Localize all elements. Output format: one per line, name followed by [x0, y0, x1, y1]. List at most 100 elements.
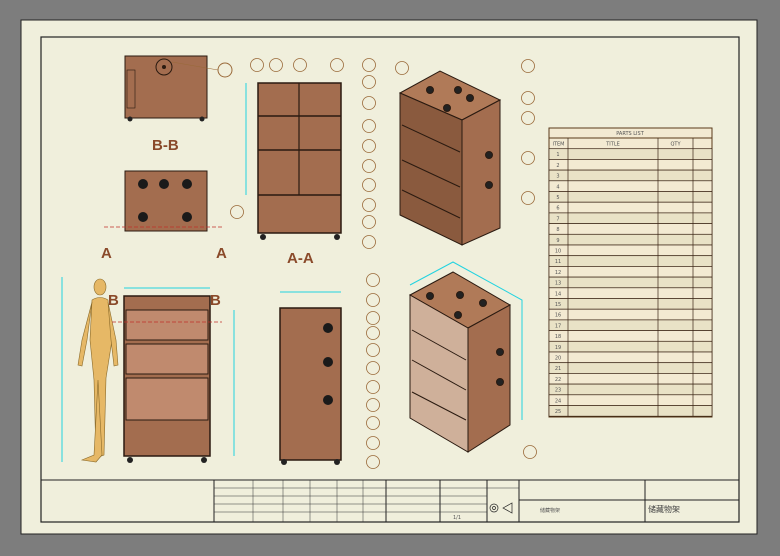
item-number: 14 — [555, 291, 561, 297]
table-row — [548, 180, 713, 192]
balloon — [362, 96, 376, 110]
table-row — [548, 362, 713, 374]
balloon — [523, 445, 537, 459]
table-row — [548, 212, 713, 224]
table-row — [548, 223, 713, 235]
balloon — [330, 58, 344, 72]
balloon — [362, 58, 376, 72]
balloon — [366, 311, 380, 325]
balloon — [366, 380, 380, 394]
item-number: 24 — [555, 398, 561, 404]
table-row — [548, 201, 713, 214]
item-number: 1 — [556, 152, 559, 158]
cut-a-left: A — [101, 245, 112, 262]
item-number: 5 — [556, 195, 559, 201]
table-row — [548, 351, 713, 364]
balloon — [366, 361, 380, 375]
balloon — [362, 159, 376, 173]
column-header: TITLE — [605, 142, 620, 148]
front-view[interactable] — [112, 287, 235, 463]
item-number: 15 — [555, 302, 561, 308]
table-row — [548, 394, 713, 406]
item-number: 8 — [556, 227, 559, 233]
table-row — [548, 169, 713, 182]
balloon — [366, 293, 380, 307]
item-number: 9 — [556, 238, 559, 244]
item-number: 4 — [556, 184, 559, 190]
item-number: 20 — [555, 356, 561, 362]
item-number: 10 — [555, 249, 561, 255]
table-row — [548, 340, 713, 353]
balloon — [230, 205, 244, 219]
table-row — [548, 233, 713, 246]
title-block: 1/1 储藏物架 储藏物架 — [40, 479, 740, 523]
table-row — [548, 276, 713, 289]
balloon — [521, 191, 535, 205]
item-number: 7 — [556, 216, 559, 222]
item-number: 3 — [556, 174, 559, 180]
section-bb-label: B-B — [152, 137, 179, 154]
item-number: 18 — [555, 334, 561, 340]
table-row — [548, 287, 713, 299]
section-aa-view[interactable] — [245, 82, 342, 240]
table-row — [548, 373, 713, 385]
table-row — [548, 330, 713, 342]
balloon — [366, 416, 380, 430]
table-row — [548, 255, 713, 267]
balloon — [362, 215, 376, 229]
balloon — [521, 151, 535, 165]
balloon — [366, 398, 380, 412]
item-number: 6 — [556, 206, 559, 212]
item-number: 23 — [555, 388, 561, 394]
item-number: 16 — [555, 313, 561, 319]
item-number: 17 — [555, 323, 561, 329]
isometric-view-bottom[interactable] — [408, 261, 523, 453]
balloon — [366, 455, 380, 469]
item-number: 19 — [555, 345, 561, 351]
parts-list-title: PARTS LIST — [616, 131, 644, 137]
table-row — [548, 319, 713, 331]
item-number: 2 — [556, 163, 559, 169]
side-view[interactable] — [279, 291, 342, 465]
balloon — [366, 326, 380, 340]
balloon — [362, 139, 376, 153]
item-number: 21 — [555, 366, 561, 372]
balloon — [293, 58, 307, 72]
cut-b-right: B — [210, 292, 221, 309]
balloon — [521, 91, 535, 105]
balloon — [362, 235, 376, 249]
table-row — [548, 191, 713, 203]
isometric-view-top[interactable] — [398, 70, 502, 246]
column-header: QTY — [670, 142, 681, 148]
balloon — [521, 59, 535, 73]
balloon — [362, 178, 376, 192]
top-view[interactable] — [104, 170, 222, 232]
balloon — [395, 61, 409, 75]
drawing-subtitle: 储藏物架 — [540, 507, 560, 514]
section-bb-view[interactable] — [124, 55, 233, 122]
section-aa-label: A-A — [287, 250, 314, 267]
drawing-title: 储藏物架 — [648, 504, 680, 514]
balloon — [362, 119, 376, 133]
cut-a-right: A — [216, 245, 227, 262]
table-row — [548, 244, 713, 257]
table-row — [548, 405, 713, 417]
balloon — [269, 58, 283, 72]
balloon — [362, 75, 376, 89]
column-header: ITEM — [552, 142, 564, 148]
balloon — [217, 62, 233, 78]
item-number: 11 — [555, 259, 561, 265]
item-number: 12 — [555, 270, 561, 276]
balloon — [366, 343, 380, 357]
table-row — [548, 148, 713, 160]
balloon-group — [230, 58, 537, 469]
item-number: 25 — [555, 409, 561, 415]
item-number: 13 — [555, 281, 561, 287]
balloon — [366, 436, 380, 450]
cut-b-left: B — [108, 292, 119, 309]
sheet-number: 1/1 — [453, 515, 461, 521]
balloon — [362, 198, 376, 212]
balloon — [366, 273, 380, 287]
